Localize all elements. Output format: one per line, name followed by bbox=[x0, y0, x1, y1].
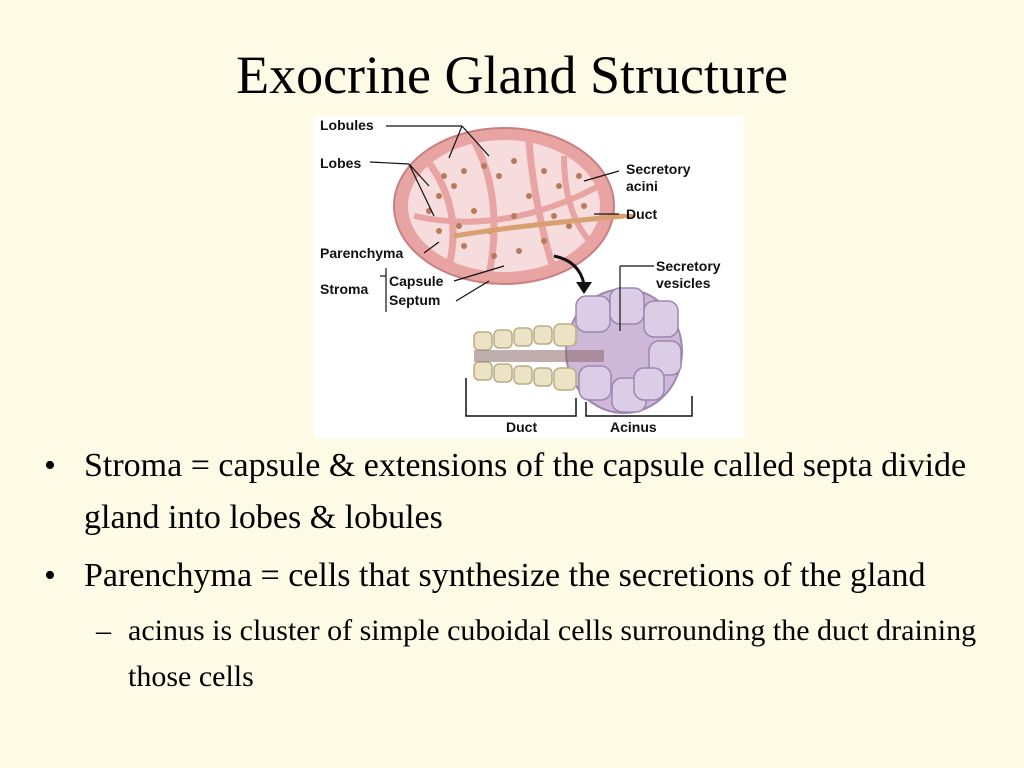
label-duct-bottom: Duct bbox=[506, 419, 537, 435]
label-stroma: Stroma bbox=[320, 281, 368, 297]
bullet-marker: • bbox=[44, 557, 56, 594]
label-capsule: Capsule bbox=[389, 273, 444, 289]
sub-bullet-marker: – bbox=[96, 614, 111, 647]
bullet-marker: • bbox=[44, 447, 56, 484]
leader-lines bbox=[369, 125, 654, 331]
label-secretory-vesicles: Secretory bbox=[656, 258, 721, 274]
gland-diagram: Lobules Lobes Parenchyma Stroma Capsule … bbox=[314, 116, 744, 438]
bullet-list: • Stroma = capsule & extensions of the c… bbox=[44, 440, 1004, 700]
sub-bullet-text: acinus is cluster of simple cuboidal cel… bbox=[128, 614, 977, 693]
acinus-bracket bbox=[585, 396, 693, 417]
label-secretory-acini-line2: acini bbox=[626, 178, 658, 194]
label-secretory-acini: Secretory bbox=[626, 161, 691, 177]
septum-line bbox=[421, 153, 457, 267]
bullet-item: • Stroma = capsule & extensions of the c… bbox=[44, 440, 1004, 544]
label-lobes: Lobes bbox=[320, 155, 361, 171]
septum-line bbox=[525, 140, 558, 273]
bullet-text: Stroma = capsule & extensions of the cap… bbox=[84, 447, 967, 536]
label-acinus: Acinus bbox=[610, 419, 657, 435]
duct-bracket bbox=[465, 378, 577, 417]
label-duct-top: Duct bbox=[626, 206, 657, 222]
duct-shape bbox=[453, 213, 625, 239]
septum-line bbox=[413, 183, 601, 225]
arrow-icon bbox=[576, 282, 592, 294]
bullet-item: • Parenchyma = cells that synthesize the… bbox=[44, 550, 1004, 602]
bullet-text: Parenchyma = cells that synthesize the s… bbox=[84, 557, 926, 594]
label-lobules: Lobules bbox=[320, 117, 374, 133]
arrow-icon bbox=[553, 254, 586, 285]
gland-illustration bbox=[393, 127, 634, 294]
septum-line bbox=[561, 155, 597, 249]
slide-title: Exocrine Gland Structure bbox=[236, 45, 788, 105]
gland-diagram-svg: Lobules Lobes Parenchyma Stroma Capsule … bbox=[320, 117, 721, 435]
label-secretory-vesicles-line2: vesicles bbox=[656, 275, 711, 291]
septum-line bbox=[470, 139, 498, 277]
label-parenchyma: Parenchyma bbox=[320, 245, 403, 261]
duct-lumen bbox=[474, 350, 604, 362]
acinus-illustration bbox=[465, 287, 693, 417]
sub-bullet-item: – acinus is cluster of simple cuboidal c… bbox=[44, 608, 1004, 700]
label-septum: Septum bbox=[389, 292, 440, 308]
